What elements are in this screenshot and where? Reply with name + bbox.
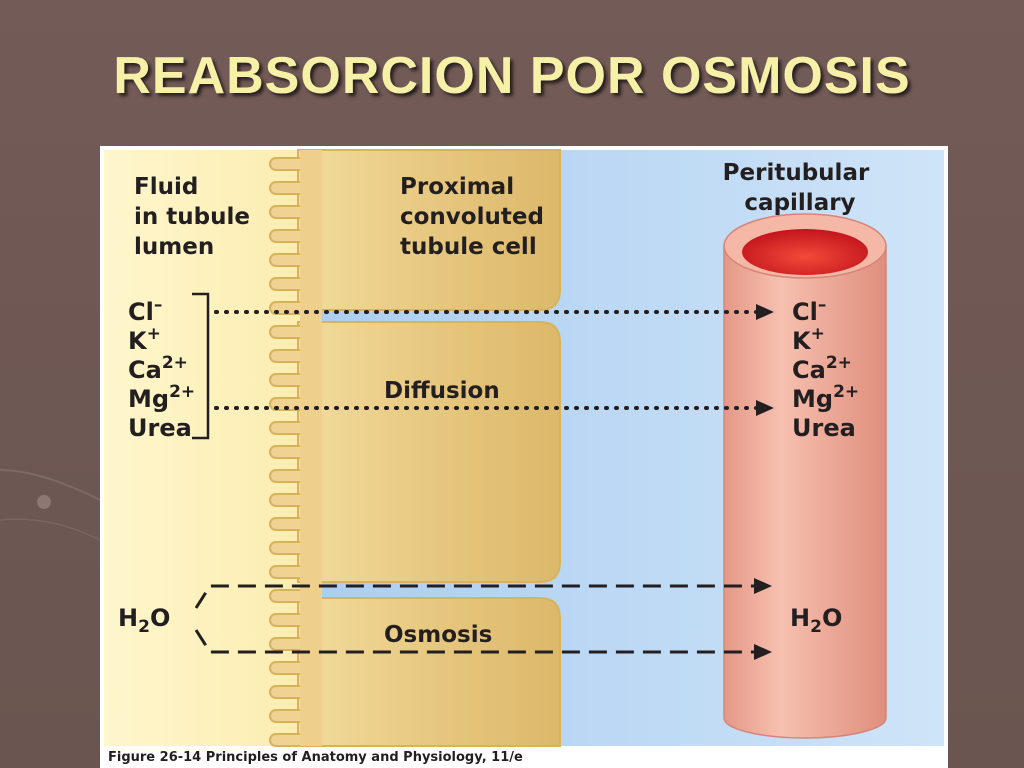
tubule-cells bbox=[297, 149, 561, 747]
osmosis-arrow-upper bbox=[194, 584, 760, 609]
solute-bracket bbox=[192, 292, 210, 440]
label-capillary: Peritubular capillary bbox=[723, 160, 878, 216]
solute-cl: Cl– bbox=[792, 295, 826, 326]
tubule-cell bbox=[297, 321, 561, 583]
solute-mg: Mg2+ bbox=[128, 382, 195, 413]
label-diffusion: Diffusion bbox=[384, 378, 500, 404]
arrowhead bbox=[756, 400, 774, 416]
solute-cl: Cl– bbox=[128, 295, 162, 326]
tubule-cell bbox=[297, 149, 561, 311]
apical-membrane bbox=[300, 150, 322, 746]
figure-caption: Figure 26-14 Principles of Anatomy and P… bbox=[108, 750, 523, 765]
arrowhead bbox=[754, 578, 772, 594]
label-lumen: Fluid in tubule lumen bbox=[134, 174, 258, 260]
solute-ca: Ca2+ bbox=[128, 353, 188, 384]
peritubular-capillary-vessel bbox=[723, 213, 887, 739]
solute-list-lumen: Cl–K+Ca2+Mg2+Urea bbox=[128, 295, 195, 442]
solute-list-capillary: Cl–K+Ca2+Mg2+Urea bbox=[792, 295, 859, 442]
osmosis-figure: Fluid in tubule lumen Proximal convolute… bbox=[100, 146, 948, 768]
solute-k: K+ bbox=[128, 324, 161, 355]
osmosis-arrow-lower bbox=[194, 629, 760, 654]
solute-ca: Ca2+ bbox=[792, 353, 852, 384]
solute-k: K+ bbox=[792, 324, 825, 355]
tubule-cell bbox=[297, 597, 561, 747]
solute-urea: Urea bbox=[128, 414, 192, 442]
arrowhead bbox=[756, 304, 774, 320]
slide-title: REABSORCION POR OSMOSIS bbox=[113, 47, 911, 105]
brush-border-microvilli bbox=[269, 150, 322, 747]
label-tubule-cell: Proximal convoluted tubule cell bbox=[400, 174, 552, 260]
label-osmosis: Osmosis bbox=[384, 622, 492, 648]
water-label-lumen: H2O bbox=[118, 604, 170, 637]
water-label-capillary: H2O bbox=[790, 604, 842, 637]
arrowhead bbox=[754, 644, 772, 660]
solute-urea: Urea bbox=[792, 414, 856, 442]
blood-lumen bbox=[742, 229, 868, 275]
solute-mg: Mg2+ bbox=[792, 382, 859, 413]
reabsorption-diagram: Fluid in tubule lumen Proximal convolute… bbox=[104, 149, 944, 747]
